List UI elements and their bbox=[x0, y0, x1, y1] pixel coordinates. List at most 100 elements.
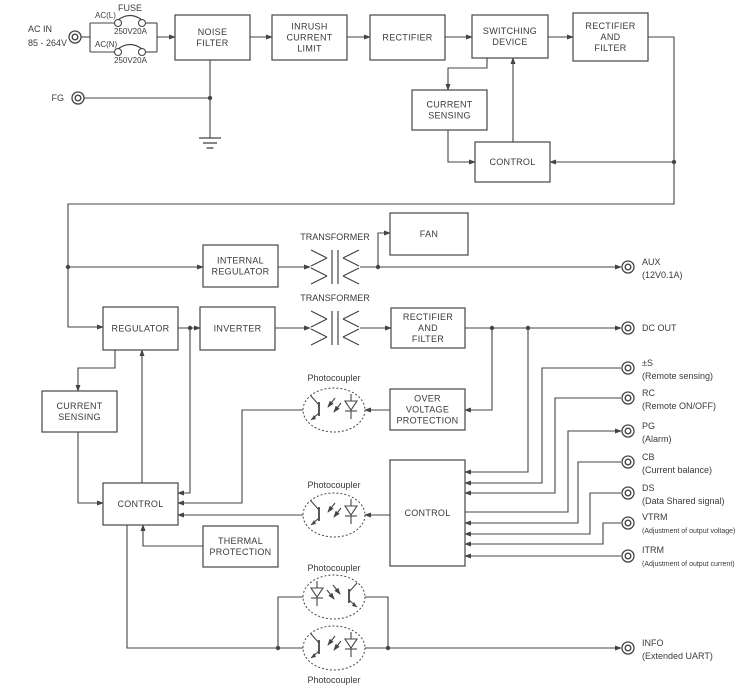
transformer-1: TRANSFORMER bbox=[300, 232, 370, 285]
block-label: REGULATOR bbox=[112, 324, 170, 334]
block-inverter: INVERTER bbox=[199, 306, 276, 351]
block-control-1: CONTROL bbox=[474, 141, 551, 183]
transformer-label: TRANSFORMER bbox=[300, 293, 370, 303]
photocoupler-4: Photocoupler bbox=[302, 625, 366, 685]
terminal-label: FG bbox=[52, 93, 65, 103]
block-label: INVERTER bbox=[214, 324, 262, 334]
terminal-label: AUX bbox=[642, 257, 661, 267]
terminal-label: (Data Shared signal) bbox=[642, 496, 725, 506]
block-control-2: CONTROL bbox=[102, 482, 179, 526]
wire-main-bus bbox=[67, 36, 675, 330]
junction-dot bbox=[671, 159, 677, 165]
wire-dc-sense-to-control-3 bbox=[464, 328, 529, 475]
terminal-rc: RC (Remote ON/OFF) bbox=[621, 388, 716, 411]
block-label: FAN bbox=[420, 229, 438, 239]
junction-dot bbox=[207, 95, 213, 101]
wire-current-sensing-2-to-control-2 bbox=[77, 432, 104, 506]
terminal-label: ITRM bbox=[642, 545, 664, 555]
photocoupler-3: Photocoupler bbox=[302, 563, 366, 620]
wire-control-3-to-pg bbox=[465, 428, 622, 513]
fuse-element bbox=[137, 47, 147, 57]
wire-photocoupler-3-to-junction bbox=[365, 596, 389, 648]
fuse-branch-label: AC(N) bbox=[95, 40, 118, 49]
wire-vtrm-terminal-to-control-3 bbox=[464, 522, 621, 547]
junction-dot bbox=[275, 645, 281, 651]
photocoupler-symbol bbox=[309, 581, 358, 608]
terminal-label: RC bbox=[642, 388, 655, 398]
junction-dot bbox=[375, 264, 381, 270]
wire-photocoupler-1-to-control-2 bbox=[177, 409, 303, 506]
junction-dot bbox=[489, 325, 495, 331]
block-label: CONTROL bbox=[404, 508, 450, 518]
terminal-label: (Remote sensing) bbox=[642, 371, 713, 381]
photocoupler-symbol bbox=[310, 632, 359, 659]
terminal-plus-minus-s: ±S (Remote sensing) bbox=[621, 358, 713, 381]
terminal-label: (Remote ON/OFF) bbox=[642, 401, 716, 411]
terminal-vtrm: VTRM (Adjustment of output voltage) bbox=[621, 512, 735, 535]
terminal-pg: PG (Alarm) bbox=[621, 421, 672, 444]
terminal-fg: FG bbox=[52, 91, 85, 105]
wire-rc-terminal-to-control-3 bbox=[464, 397, 621, 496]
junction-dot bbox=[525, 325, 531, 331]
terminal-label: DC OUT bbox=[642, 323, 677, 333]
block-label: CONTROL bbox=[489, 157, 535, 167]
photocoupler-label: Photocoupler bbox=[307, 373, 360, 383]
photocoupler-symbol bbox=[310, 499, 359, 526]
block-fan: FAN bbox=[389, 212, 469, 256]
wire-aux-branch-to-fan bbox=[377, 230, 391, 267]
terminal-ds: DS (Data Shared signal) bbox=[621, 483, 725, 506]
terminal-label: AC IN bbox=[28, 24, 52, 34]
terminal-label: ±S bbox=[642, 358, 653, 368]
terminal-label: PG bbox=[642, 421, 655, 431]
terminal-label: (Alarm) bbox=[642, 434, 672, 444]
junction-dot bbox=[65, 264, 71, 270]
terminal-cb: CB (Current balance) bbox=[621, 452, 712, 475]
photocoupler-label: Photocoupler bbox=[307, 675, 360, 685]
wire-switching-to-current-sensing bbox=[445, 58, 488, 91]
terminal-label: DS bbox=[642, 483, 655, 493]
wire-regulator-to-current-sensing-2 bbox=[75, 350, 116, 392]
terminal-label: (Current balance) bbox=[642, 465, 712, 475]
fuse-label: FUSE bbox=[118, 3, 142, 13]
block-label: CONTROL bbox=[117, 499, 163, 509]
junction-dot bbox=[187, 325, 193, 331]
terminal-label: (Adjustment of output voltage) bbox=[642, 528, 735, 535]
terminal-dc-out: DC OUT bbox=[621, 321, 677, 335]
terminal-itrm: ITRM(Adjustment of output current) bbox=[621, 545, 735, 568]
block-regulator: REGULATOR bbox=[102, 306, 179, 351]
terminal-label: CB bbox=[642, 452, 655, 462]
wire-dc-line-to-ovp bbox=[464, 328, 493, 413]
fuse-element bbox=[113, 47, 123, 57]
transformer-label: TRANSFORMER bbox=[300, 232, 370, 242]
block-control-3: CONTROL bbox=[389, 459, 466, 567]
transformer-2: TRANSFORMER bbox=[300, 293, 370, 346]
photocoupler-label: Photocoupler bbox=[307, 480, 360, 490]
wire-info-bus-branch-up bbox=[277, 596, 303, 648]
photocoupler-2: Photocoupler bbox=[302, 480, 366, 538]
photocoupler-1: Photocoupler bbox=[302, 373, 366, 433]
terminal-label: (Extended UART) bbox=[642, 651, 713, 661]
terminal-label: VTRM bbox=[642, 512, 668, 522]
junction-dot bbox=[385, 645, 391, 651]
photocoupler-label: Photocoupler bbox=[307, 563, 360, 573]
block-rectifier: RECTIFIER bbox=[369, 14, 446, 61]
fuse-arc bbox=[117, 14, 143, 21]
